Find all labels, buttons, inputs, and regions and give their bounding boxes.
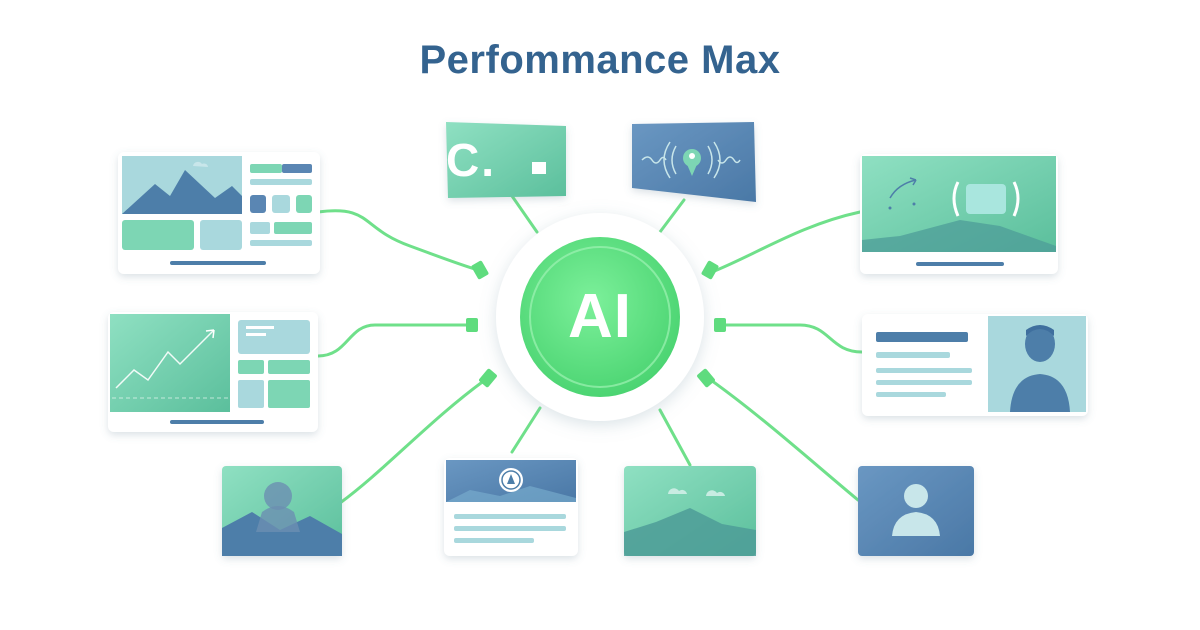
cloud-icon [706, 490, 725, 496]
connector-left-bottom [338, 378, 487, 505]
connector-plugs [466, 260, 726, 388]
arrow-up-chart-icon [115, 329, 215, 389]
connector-right-top [710, 210, 862, 274]
mountain-icon [222, 512, 342, 556]
plug-left-bottom [479, 368, 497, 388]
cloud-icon [668, 488, 687, 494]
user-avatar-icon [1010, 325, 1070, 412]
ai-hub [496, 213, 704, 421]
card-tag-c [446, 122, 566, 198]
sound-wave-right [717, 156, 741, 164]
tag-square [532, 162, 546, 174]
card-avatar-bottom-right [858, 466, 974, 556]
user-avatar-icon [892, 484, 940, 536]
connector-top-left [510, 194, 539, 234]
speaker-icon [683, 149, 701, 176]
connector-right-bottom [706, 376, 860, 502]
connector-bottom-left [510, 406, 542, 454]
connector-bottom-right [658, 408, 692, 467]
cloud-icon [193, 161, 208, 167]
video-frame-icon [966, 184, 1006, 214]
plug-left-middle [466, 318, 478, 332]
rotate-arrow-icon [889, 179, 917, 199]
plug-right-middle [714, 318, 726, 332]
plug-right-bottom [697, 368, 715, 388]
sound-wave-left [641, 156, 667, 164]
connector-left-middle [316, 323, 470, 358]
connectors [316, 194, 864, 505]
card2-chart-area [110, 314, 230, 412]
ai-hub-label: AI [568, 282, 632, 351]
plug-right-top [701, 260, 719, 280]
person-head-icon [264, 482, 292, 510]
connector-right-middle [722, 323, 864, 354]
mountain-icon [862, 220, 1056, 252]
page-title: Perfommance Max [419, 38, 781, 82]
mountain-icon [122, 170, 242, 214]
mountain-icon [624, 508, 756, 556]
connector-top-right [658, 198, 686, 234]
plug-left-top [471, 260, 489, 280]
connector-left-top [316, 209, 480, 272]
tag-card-label: C. [446, 134, 496, 186]
